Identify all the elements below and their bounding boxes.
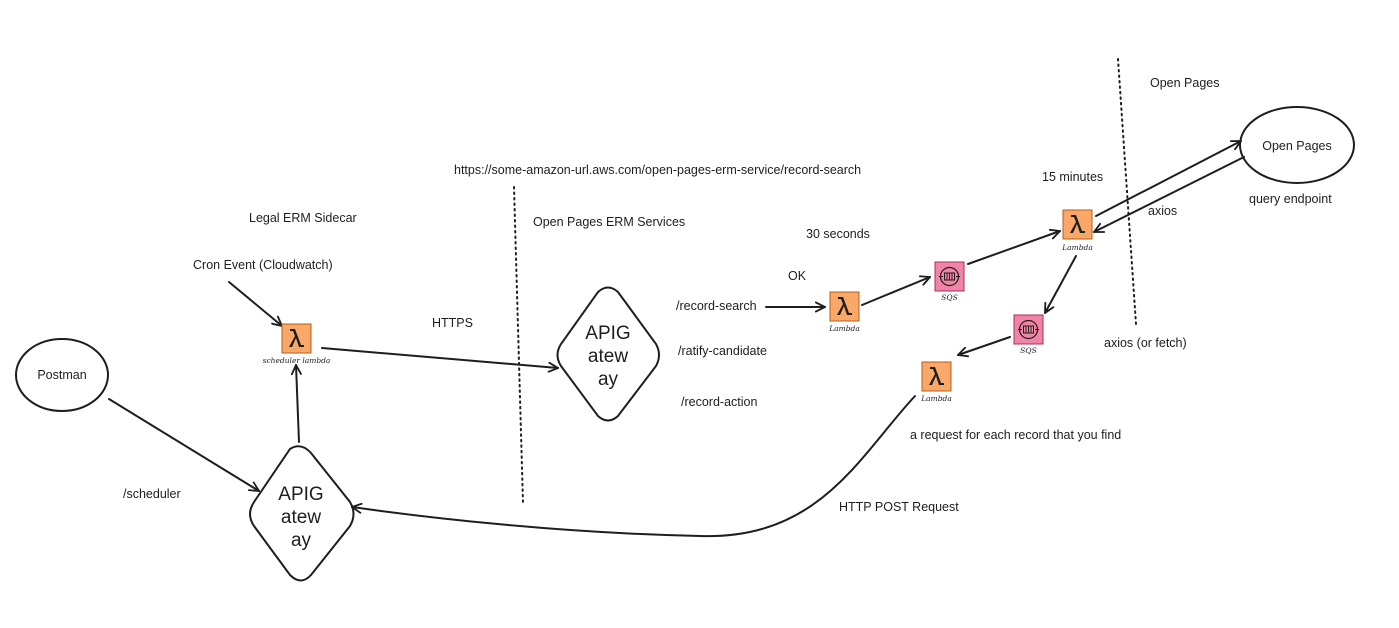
api-gateway-left-label: APIG atew ay (271, 483, 331, 552)
arrow-lambda-top-to-sqs2 (1044, 255, 1077, 314)
postman-label: Postman (37, 368, 86, 382)
cron-event-label: Cron Event (Cloudwatch) (193, 258, 333, 272)
erm-services-label: Open Pages ERM Services (533, 215, 686, 229)
legal-erm-sidecar-label: Legal ERM Sidecar (249, 211, 357, 225)
lambda-record-request[interactable]: Lambda (920, 361, 952, 403)
sqs-queue-2[interactable]: SQS (1013, 314, 1044, 355)
lambda-caption: Lambda (1061, 243, 1093, 252)
arrow-lambda-bottom-to-apigw (351, 395, 916, 538)
api-gateway-center-label: APIG atew ay (578, 322, 638, 391)
route-ratify-candidate: /ratify-candidate (678, 344, 767, 358)
arrow-lambda-top-to-open-pages (1095, 140, 1242, 217)
lambda-icon (1070, 215, 1085, 233)
postman-node[interactable]: Postman (15, 338, 109, 412)
arrow-sqs2-to-lambda-bottom (957, 336, 1011, 358)
arrow-lambda-to-sqs1 (861, 275, 931, 306)
sqs-caption: SQS (941, 293, 957, 302)
api-gateway-center[interactable] (556, 286, 660, 422)
arrow-postman-to-apigw (108, 398, 260, 492)
sqs-queue-1[interactable]: SQS (934, 261, 965, 302)
fifteen-minutes-label: 15 minutes (1042, 170, 1104, 184)
open-pages-node[interactable]: Open Pages (1239, 106, 1355, 184)
apigw-left-line3: ay (290, 530, 312, 551)
open-pages-node-label: Open Pages (1262, 139, 1332, 153)
scheduler-lambda[interactable]: scheduler lambda (263, 323, 331, 365)
arrow-sqs1-to-lambda-top (967, 228, 1061, 265)
arrow-cron-to-scheduler (228, 281, 283, 327)
axios-or-fetch-label: axios (or fetch) (1104, 336, 1187, 350)
thirty-seconds-label: 30 seconds (806, 227, 870, 241)
route-record-action: /record-action (681, 395, 758, 409)
lambda-caption: Lambda (920, 394, 952, 403)
arrow-open-pages-to-lambda-top (1093, 156, 1245, 233)
api-gateway-left[interactable] (249, 445, 355, 582)
lambda-open-pages-query[interactable]: Lambda (1061, 209, 1093, 252)
apigw-center-line3: ay (597, 369, 619, 390)
lambda-icon (289, 329, 304, 347)
lambda-icon (837, 297, 852, 315)
arrow-apigw-to-scheduler (290, 364, 302, 443)
lambda-icon (929, 367, 944, 385)
arrow-scheduler-to-apigw (321, 347, 559, 373)
lambda-caption: Lambda (828, 324, 860, 333)
axios-label: axios (1148, 204, 1178, 218)
scheduler-lambda-caption: scheduler lambda (263, 356, 331, 365)
https-label: HTTPS (432, 316, 473, 330)
ok-label: OK (788, 269, 807, 283)
apigw-center-line2: atew (587, 346, 629, 367)
open-pages-boundary (1117, 58, 1137, 325)
http-post-label: HTTP POST Request (839, 500, 959, 514)
request-each-record-label: a request for each record that you find (910, 428, 1122, 442)
erm-services-boundary (513, 186, 524, 504)
query-endpoint-label: query endpoint (1249, 192, 1332, 206)
sqs-caption: SQS (1020, 346, 1036, 355)
apigw-left-line2: atew (280, 507, 322, 528)
apigw-center-line1: APIG (585, 323, 631, 344)
lambda-record-search[interactable]: Lambda (828, 291, 860, 333)
apigw-left-line1: APIG (278, 484, 324, 505)
service-url-label: https://some-amazon-url.aws.com/open-pag… (454, 163, 862, 177)
route-record-search: /record-search (676, 299, 757, 313)
open-pages-region-label: Open Pages (1150, 76, 1220, 90)
scheduler-route-label: /scheduler (123, 487, 181, 501)
